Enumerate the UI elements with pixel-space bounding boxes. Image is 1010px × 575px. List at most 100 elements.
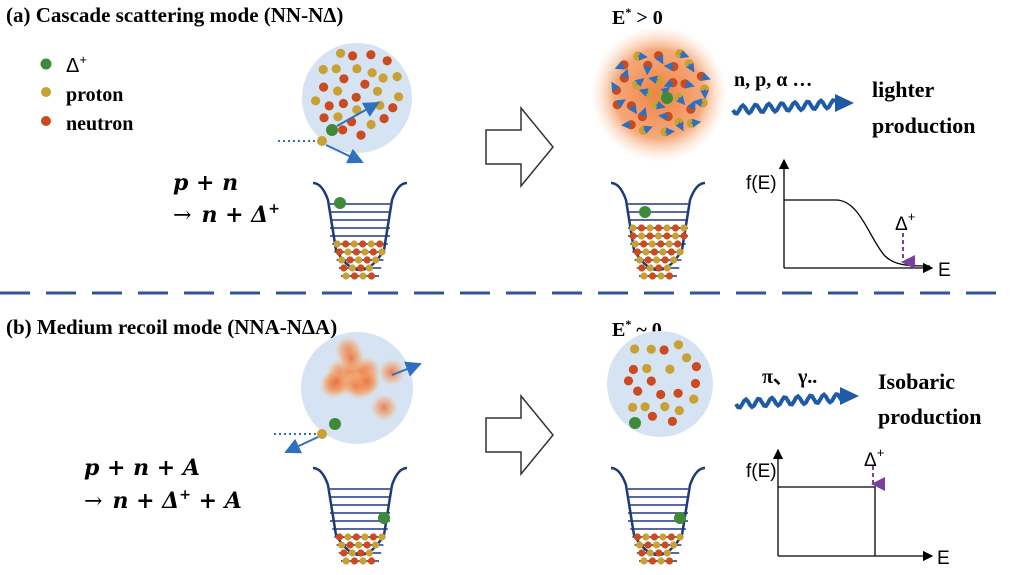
velocity-arrow <box>643 125 653 134</box>
neutron-dot <box>637 224 646 232</box>
scatter-arrow-delta-a <box>336 102 380 127</box>
transition-arrow-a <box>485 105 554 189</box>
neutron-dot <box>629 232 637 240</box>
graph-a-xlabel: E <box>938 260 951 281</box>
velocity-arrow <box>637 51 648 61</box>
velocity-arrow <box>628 104 637 115</box>
proton-dot <box>671 232 680 240</box>
proton-dot <box>659 248 667 256</box>
velocity-arrow <box>643 65 653 76</box>
proton-dot <box>640 557 648 565</box>
proton-dot <box>331 64 341 74</box>
neutron-dot <box>379 114 389 124</box>
proton-dot <box>682 353 692 363</box>
proton-dot <box>394 92 404 102</box>
neutron-dot <box>667 533 676 541</box>
emission-arrowhead-b <box>840 387 859 405</box>
recoiling-nucleon-blob <box>377 358 406 387</box>
neutron-dot <box>367 557 376 565</box>
velocity-arrow <box>614 61 625 70</box>
neutron-dot <box>648 272 657 280</box>
neutron-dot <box>650 533 659 541</box>
proton-dot <box>629 224 637 232</box>
neutron-dot <box>638 549 646 557</box>
neutron-dot <box>673 388 683 398</box>
reaction-b-line2: →n + Δ+ + A <box>84 487 242 514</box>
nucleons-b-final <box>623 340 702 429</box>
neutron-dot <box>335 533 343 541</box>
neutron-dot <box>667 248 676 256</box>
proton-dot <box>372 541 380 549</box>
potential-well-b-final <box>610 466 706 565</box>
proton-dot <box>665 364 675 374</box>
delta-legend-marker <box>40 58 52 70</box>
neutron-dot <box>376 240 384 248</box>
incoming-proton-a <box>317 136 327 146</box>
neutron-dot <box>647 411 658 421</box>
delta-in-well-a <box>334 197 346 209</box>
proton-dot <box>642 248 650 256</box>
proton-dot <box>348 549 356 557</box>
neutron-dot <box>680 232 688 240</box>
nucleons-a-excited <box>611 49 711 137</box>
proton-dot <box>350 240 358 248</box>
proton-dot <box>372 256 380 264</box>
proton-dot <box>352 64 362 74</box>
step-graph-b: f(E) E Δ+ <box>746 445 950 569</box>
proton-dot <box>689 394 699 404</box>
neutron-dot <box>628 364 639 375</box>
graph-b-xlabel: E <box>937 548 950 569</box>
proton-dot <box>359 272 367 280</box>
neutron-dot <box>388 103 398 113</box>
proton-dot <box>348 264 356 272</box>
velocity-arrow <box>701 72 711 81</box>
delta-in-well-b <box>378 512 390 524</box>
proton-dot <box>359 557 367 565</box>
neutron-dot <box>657 240 665 248</box>
panel-b-title: (b) Medium recoil mode (NNA-NΔA) <box>6 315 337 339</box>
proton-dot <box>361 248 369 256</box>
neutron-dot <box>366 50 376 60</box>
proton-dot <box>352 105 362 115</box>
potential-well-b-initial <box>312 466 408 565</box>
reaction-a-line2: →n + Δ+ <box>173 201 280 228</box>
neutron-dot <box>324 101 334 111</box>
graph-a-marker: Δ+ <box>895 209 915 235</box>
neutron-dot <box>646 232 654 240</box>
proton-dot <box>378 73 388 83</box>
proton-dot <box>333 86 343 96</box>
neutron-dot <box>357 264 365 272</box>
velocity-arrow <box>687 100 696 110</box>
neutron-dot <box>665 557 674 565</box>
velocity-arrow <box>676 95 686 106</box>
velocity-arrow <box>655 100 666 110</box>
proton-dot <box>646 224 654 232</box>
proton-dot <box>361 533 369 541</box>
neutron-dot <box>363 256 371 264</box>
proton-dot <box>367 240 375 248</box>
proton-dot <box>660 402 670 412</box>
neutron-dot <box>357 549 365 557</box>
proton-dot <box>663 264 671 272</box>
proton-dot <box>342 557 350 565</box>
neutron-dot <box>342 240 350 248</box>
proton-dot <box>640 272 648 280</box>
neutron-dot <box>674 240 682 248</box>
neutron-dot <box>352 248 360 256</box>
proton-dot <box>372 86 383 96</box>
proton-dot <box>366 119 376 130</box>
neutron-dot <box>319 113 329 123</box>
velocity-arrow <box>638 107 647 117</box>
neutron-dot <box>691 362 702 372</box>
proton-dot <box>654 232 663 240</box>
velocity-arrow <box>611 81 620 92</box>
neutron-dot <box>640 240 648 248</box>
velocity-arrow <box>620 68 629 79</box>
proton-dot <box>646 549 654 557</box>
proton-dot <box>642 533 650 541</box>
velocity-arrow <box>663 79 674 88</box>
neutron-dot <box>623 376 634 386</box>
excitation-a-label: E* > 0 <box>612 5 663 29</box>
proton-dot <box>355 256 363 264</box>
proton-dot <box>676 533 684 541</box>
